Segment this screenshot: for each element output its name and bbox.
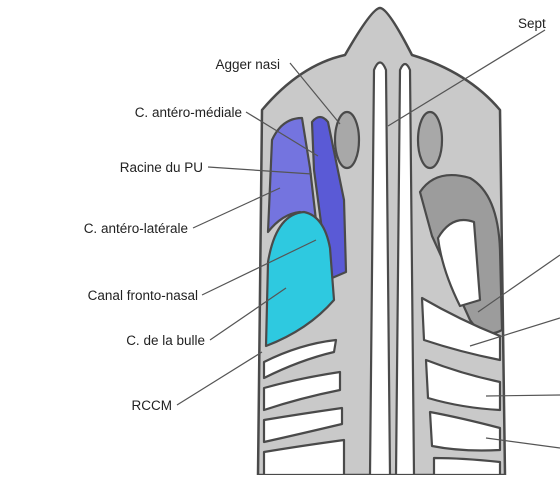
pu-root-label: Racine du PU <box>120 160 203 175</box>
right-lower-cell-4 <box>434 458 500 475</box>
rccm-label: RCCM <box>132 398 173 413</box>
bulla-label: C. de la bulle <box>126 333 205 348</box>
anterior-medial-label: C. antéro-médiale <box>135 105 242 120</box>
septum-right-channel <box>396 64 414 475</box>
septum-label: Sept <box>518 16 546 31</box>
agger-nasi-left <box>335 112 359 168</box>
frontonasal-label: Canal fronto-nasal <box>88 288 198 303</box>
agger-nasi-label: Agger nasi <box>215 57 280 72</box>
septum <box>370 63 390 476</box>
rccm-leader <box>177 352 262 405</box>
agger-nasi-right <box>418 112 442 168</box>
anterior-lateral-label: C. antéro-latérale <box>84 221 188 236</box>
